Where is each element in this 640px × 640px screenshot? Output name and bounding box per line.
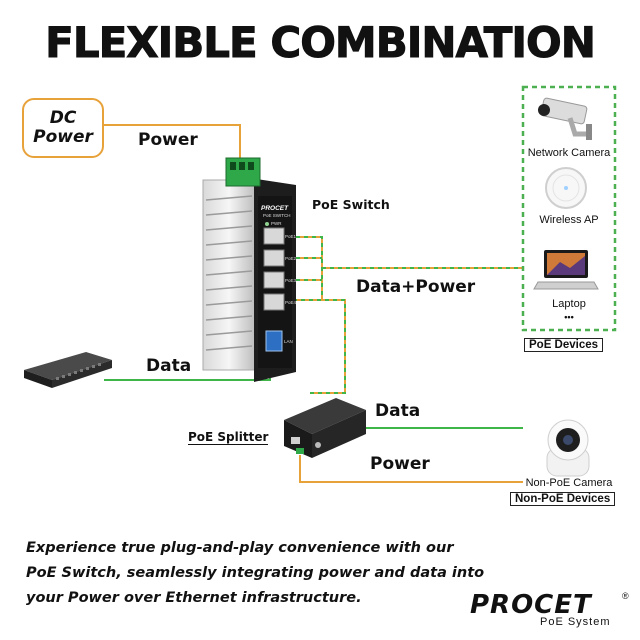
poe-switch-device [202, 157, 296, 382]
dc-power-line1: DC [49, 108, 77, 128]
switch-brand: PROCET [261, 205, 289, 212]
power-line-bottom [299, 455, 523, 483]
brand-registered: ® [622, 591, 629, 601]
data-power-lines [288, 236, 523, 301]
non-poe-devices-label: Non-PoE Devices [510, 492, 616, 506]
poe-switch-label: PoE Switch [312, 197, 390, 212]
device-label-laptop: Laptop [552, 298, 586, 310]
description: Experience true plug-and-play convenienc… [26, 536, 496, 611]
description-line: PoE Switch, seamlessly integrating power… [26, 565, 485, 581]
port-label: PoE4 [285, 300, 297, 305]
power-label-top: Power [138, 130, 198, 150]
wireless-ap-icon [545, 167, 587, 209]
laptop-icon [533, 250, 599, 290]
lan-port-label: LAN [284, 339, 293, 344]
brand-tagline: PoE System [540, 616, 611, 628]
port-label: PoE1 [285, 234, 297, 239]
page-title: FLEXIBLE COMBINATION [45, 18, 597, 68]
dc-power-box: DC Power [22, 98, 104, 158]
port-label: PoE2 [285, 256, 297, 261]
brand-logo: PROCET [470, 590, 592, 620]
more-devices-indicator: ••• [564, 312, 574, 322]
switch-pwr: PWR [271, 221, 282, 226]
poe-devices-label: PoE Devices [524, 338, 604, 352]
device-label-non-poe-camera: Non-PoE Camera [525, 477, 613, 489]
device-label-wireless-ap: Wireless AP [539, 214, 599, 226]
data-label-right: Data [375, 401, 421, 421]
switch-model: PoE SWITCH [263, 213, 291, 218]
power-label-bottom: Power [370, 454, 430, 474]
power-line-dc [100, 124, 241, 160]
data-power-label: Data+Power [356, 277, 476, 297]
data-label-left: Data [146, 356, 192, 376]
port-label: PoE3 [285, 278, 297, 283]
device-label-network-camera: Network Camera [527, 147, 611, 159]
description-line: Experience true plug-and-play convenienc… [26, 540, 454, 556]
dc-power-line2: Power [33, 127, 93, 147]
poe-splitter-label: PoE Splitter [188, 430, 269, 445]
data-power-line-splitter [285, 299, 346, 394]
network-camera-icon [538, 97, 592, 140]
poe-devices-group [521, 85, 617, 332]
description-line: your Power over Ethernet infrastructure. [26, 590, 362, 606]
ethernet-switch-icon [24, 352, 112, 388]
poe-splitter-device [284, 398, 366, 458]
non-poe-camera-icon [546, 419, 590, 477]
